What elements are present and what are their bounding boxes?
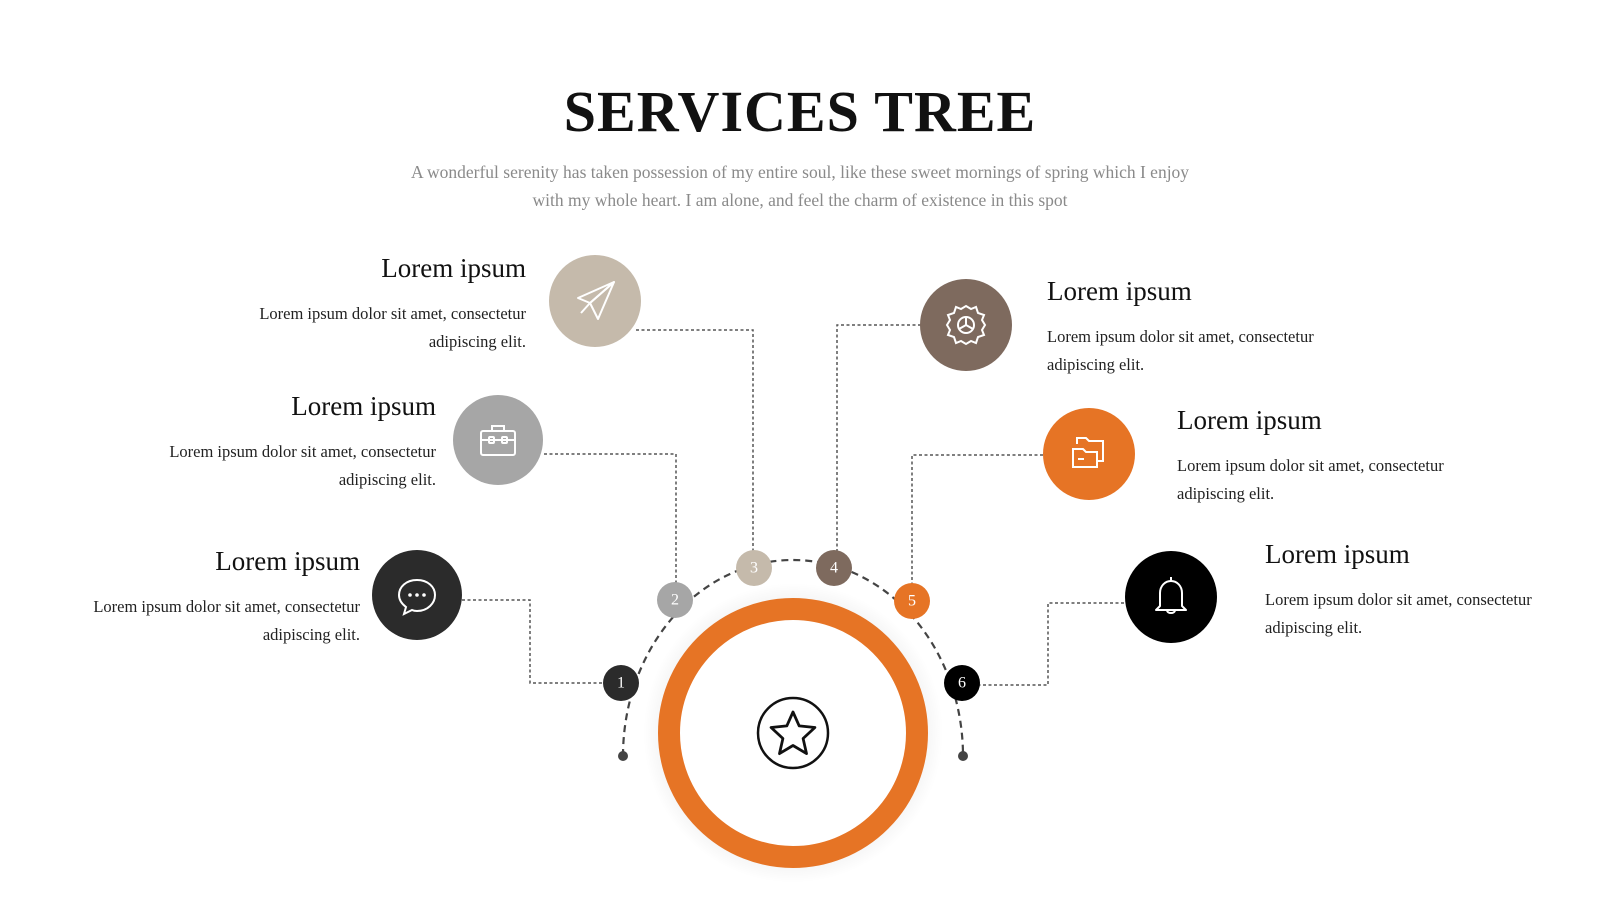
icon-circle-2[interactable] [453, 395, 543, 485]
item-3-title: Lorem ipsum [381, 253, 526, 283]
item-1-title: Lorem ipsum [215, 546, 360, 576]
icon-circle-6[interactable] [1125, 551, 1217, 643]
arc-end-left [618, 751, 628, 761]
connector-4 [836, 324, 921, 553]
item-2-title: Lorem ipsum [291, 391, 436, 421]
dashed-arc [621, 558, 965, 757]
connector-5 [911, 454, 1043, 585]
node-number-1: 1 [617, 675, 625, 692]
node-3[interactable]: 3 [736, 550, 772, 586]
item-4-description: Lorem ipsum dolor sit amet, consectetur … [1047, 327, 1314, 374]
node-number-5: 5 [908, 593, 916, 610]
chat-bubble-icon [397, 578, 437, 616]
page-title: SERVICES TREE [563, 79, 1037, 144]
item-3-description: Lorem ipsum dolor sit amet, consectetur … [259, 304, 526, 351]
icon-circle-5[interactable] [1043, 408, 1135, 500]
node-number-2: 2 [671, 592, 679, 609]
connector-3 [636, 329, 754, 553]
briefcase-icon [480, 425, 516, 456]
node-number-4: 4 [830, 560, 838, 577]
icon-circle-3[interactable] [549, 255, 641, 347]
connector-2 [544, 453, 677, 585]
item-5-title: Lorem ipsum [1177, 405, 1322, 435]
icon-circle-1[interactable] [372, 550, 462, 640]
item-6-title: Lorem ipsum [1265, 539, 1410, 569]
node-6[interactable]: 6 [944, 665, 980, 701]
node-5[interactable]: 5 [894, 583, 930, 619]
gear-icon [945, 304, 987, 346]
node-number-6: 6 [958, 675, 966, 692]
folder-icon [1072, 437, 1104, 468]
paper-plane-icon [577, 281, 615, 320]
page-subtitle: A wonderful serenity has taken possessio… [330, 158, 1270, 214]
connector-6 [963, 602, 1124, 686]
subtitle-line-2: with my whole heart. I am alone, and fee… [532, 190, 1068, 210]
arc-end-right [958, 751, 968, 761]
node-4[interactable]: 4 [816, 550, 852, 586]
star-icon [756, 696, 830, 770]
connector-1 [462, 599, 606, 684]
subtitle-line-1: A wonderful serenity has taken possessio… [410, 162, 1190, 182]
center-ring [658, 598, 928, 868]
item-1-description: Lorem ipsum dolor sit amet, consectetur … [93, 597, 360, 644]
item-4-title: Lorem ipsum [1047, 276, 1192, 306]
item-6-description: Lorem ipsum dolor sit amet, consectetur … [1265, 590, 1532, 637]
bell-icon [1155, 577, 1187, 614]
node-1[interactable]: 1 [603, 665, 639, 701]
node-2[interactable]: 2 [657, 582, 693, 618]
item-2-description: Lorem ipsum dolor sit amet, consectetur … [169, 442, 436, 489]
item-5-description: Lorem ipsum dolor sit amet, consectetur … [1177, 456, 1444, 503]
node-number-3: 3 [750, 560, 758, 577]
icon-circle-4[interactable] [920, 279, 1012, 371]
